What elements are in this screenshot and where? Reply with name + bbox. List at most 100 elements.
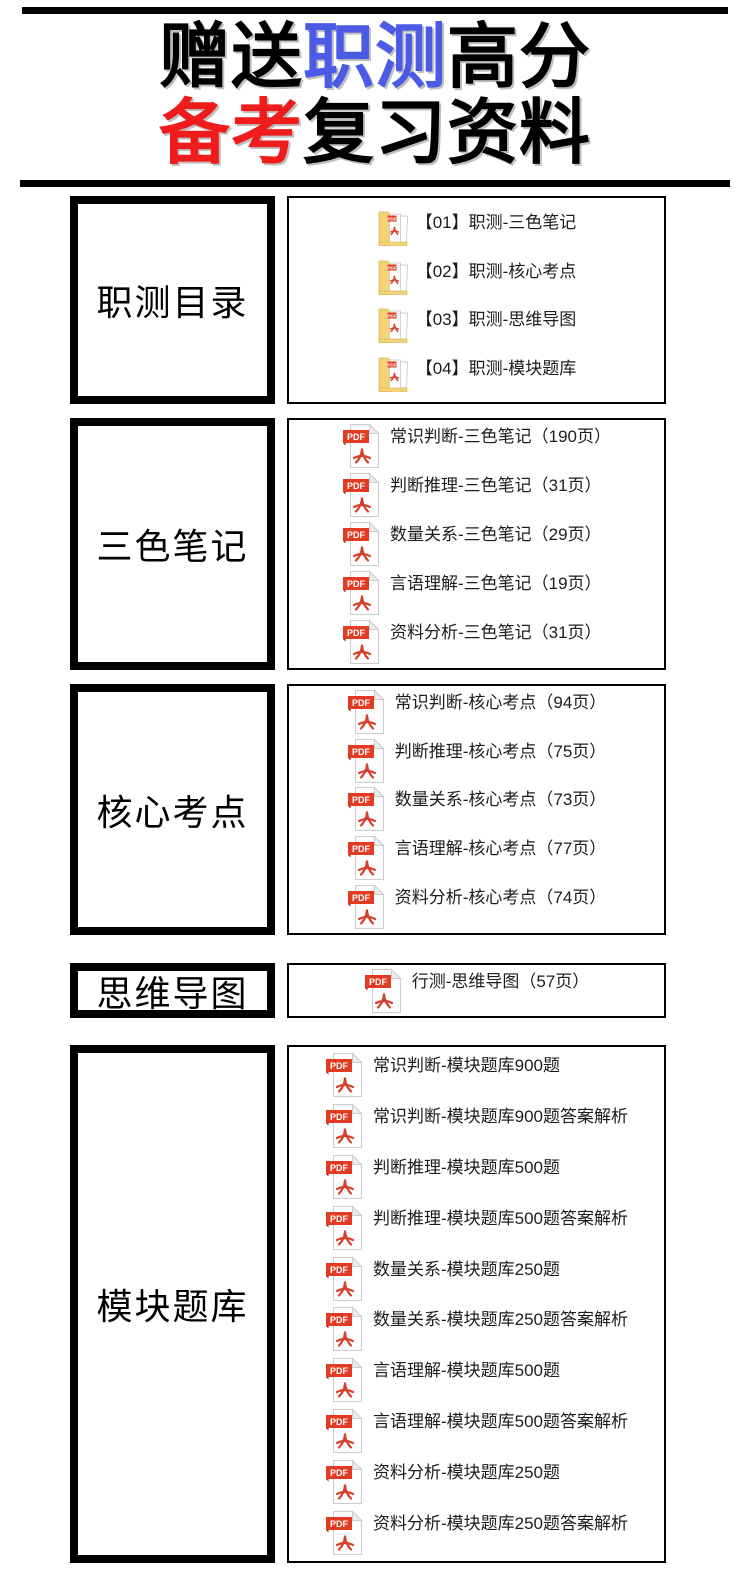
section-panel: PDF 【01】职测-三色笔记 PDF 【02】职测-核心考点	[287, 196, 666, 404]
pdf-file-icon-wrap: PDF	[325, 1510, 365, 1556]
file-name: 言语理解-三色笔记（19页）	[389, 574, 602, 593]
file-list: PDF 【01】职测-三色笔记 PDF 【02】职测-核心考点	[377, 198, 577, 402]
file-item[interactable]: PDF 常识判断-模块题库900题	[325, 1052, 628, 1098]
pdf-file-icon-wrap: PDF	[325, 1357, 365, 1403]
title-line-2: 备考复习资料	[0, 96, 750, 172]
file-list: PDF 常识判断-核心考点（94页） PDF 判断推理-核心考点（75页）	[347, 686, 607, 933]
file-name: 行测-思维导图（57页）	[411, 971, 590, 991]
svg-text:PDF: PDF	[347, 432, 366, 442]
file-name: 判断推理-模块题库500题	[372, 1157, 561, 1177]
file-item[interactable]: PDF 数量关系-三色笔记（29页）	[342, 521, 611, 567]
pdf-file-icon-wrap: PDF	[342, 570, 382, 616]
svg-text:PDF: PDF	[330, 1366, 349, 1376]
pdf-file-icon-wrap: PDF	[342, 423, 382, 469]
pdf-file-icon-wrap: PDF	[347, 786, 387, 832]
file-item[interactable]: PDF 数量关系-核心考点（73页）	[347, 786, 606, 832]
section-panel: PDF 常识判断-模块题库900题 PDF 常识判断-模块题库900题答案解析	[287, 1045, 666, 1563]
section-label-box: 职测目录	[70, 196, 275, 404]
file-name: 言语理解-核心考点（77页）	[394, 839, 607, 859]
pdf-file-icon: PDF	[342, 521, 380, 566]
pdf-file-icon: PDF	[325, 1255, 363, 1301]
pdf-file-icon: PDF	[342, 619, 380, 664]
section-3: 核心考点 PDF 常识判断-核心考点（94页） PDF	[70, 684, 666, 935]
pdf-file-icon-wrap: PDF	[325, 1459, 365, 1505]
file-item[interactable]: PDF 【04】职测-模块题库	[377, 354, 576, 392]
file-item[interactable]: PDF 常识判断-三色笔记（190页）	[342, 423, 611, 469]
pdf-file-icon-wrap: PDF	[342, 521, 382, 567]
pdf-file-icon-wrap: PDF	[364, 967, 404, 1014]
top-black-bar	[22, 7, 728, 14]
section-panel: PDF 常识判断-核心考点（94页） PDF 判断推理-核心考点（75页）	[287, 684, 666, 935]
file-item[interactable]: PDF 【03】职测-思维导图	[377, 305, 577, 344]
pdf-file-icon: PDF	[325, 1306, 363, 1352]
title-segment: 复习资料	[303, 94, 592, 173]
section-1: 职测目录 PDF 【01】职测-三色笔记 PDF	[70, 196, 666, 404]
file-item[interactable]: PDF 【02】职测-核心考点	[377, 257, 577, 295]
svg-text:PDF: PDF	[387, 362, 396, 367]
file-item[interactable]: PDF 言语理解-模块题库500题答案解析	[325, 1408, 628, 1454]
file-name: 言语理解-模块题库500题答案解析	[372, 1412, 629, 1432]
file-name: 数量关系-模块题库250题	[372, 1259, 561, 1279]
pdf-file-icon: PDF	[347, 786, 385, 832]
file-name: 判断推理-三色笔记（31页）	[389, 476, 602, 495]
folder-pdf-icon: PDF	[378, 260, 408, 295]
pdf-file-icon-wrap: PDF	[347, 689, 387, 735]
section-panel: PDF 行测-思维导图（57页）	[287, 963, 666, 1018]
section-label: 核心考点	[96, 792, 249, 833]
pdf-file-icon-wrap: PDF	[342, 619, 382, 665]
pdf-file-icon: PDF	[325, 1510, 363, 1556]
file-item[interactable]: PDF 【01】职测-三色笔记	[377, 208, 577, 247]
section-label: 三色笔记	[96, 527, 249, 567]
folder-pdf-icon-wrap: PDF	[377, 305, 409, 344]
svg-text:PDF: PDF	[347, 579, 366, 589]
file-item[interactable]: PDF 言语理解-三色笔记（19页）	[342, 570, 611, 616]
file-name: 常识判断-核心考点（94页）	[394, 692, 607, 712]
section-4: 思维导图 PDF 行测-思维导图（57页）	[70, 963, 666, 1018]
file-name: 资料分析-模块题库250题	[372, 1463, 561, 1483]
file-name: 【02】职测-核心考点	[415, 261, 577, 281]
promo-page: 赠送职测高分 备考复习资料 职测目录 PDF 【01】职测-三色笔记	[0, 7, 750, 1588]
svg-text:PDF: PDF	[330, 1264, 349, 1274]
file-item[interactable]: PDF 判断推理-模块题库500题答案解析	[325, 1204, 628, 1251]
file-item[interactable]: PDF 言语理解-模块题库500题	[325, 1357, 628, 1403]
file-item[interactable]: PDF 资料分析-模块题库250题	[325, 1459, 628, 1505]
pdf-file-icon: PDF	[364, 967, 402, 1013]
file-item[interactable]: PDF 判断推理-三色笔记（31页）	[342, 472, 611, 518]
file-list: PDF 行测-思维导图（57页）	[364, 965, 590, 1016]
file-item[interactable]: PDF 数量关系-模块题库250题答案解析	[325, 1306, 628, 1352]
pdf-file-icon: PDF	[325, 1154, 363, 1199]
page-title: 赠送职测高分 备考复习资料	[0, 20, 750, 172]
file-item[interactable]: PDF 常识判断-核心考点（94页）	[347, 689, 607, 735]
file-list: PDF 常识判断-模块题库900题 PDF 常识判断-模块题库900题答案解析	[325, 1047, 628, 1561]
file-item[interactable]: PDF 判断推理-核心考点（75页）	[347, 737, 607, 784]
file-name: 常识判断-模块题库900题答案解析	[372, 1106, 629, 1126]
file-item[interactable]: PDF 资料分析-核心考点（74页）	[347, 884, 606, 930]
file-item[interactable]: PDF 行测-思维导图（57页）	[364, 967, 590, 1014]
file-name: 判断推理-核心考点（75页）	[394, 741, 607, 761]
file-item[interactable]: PDF 言语理解-核心考点（77页）	[347, 835, 607, 881]
pdf-file-icon: PDF	[342, 423, 380, 468]
svg-text:PDF: PDF	[387, 217, 396, 222]
pdf-file-icon-wrap: PDF	[347, 884, 387, 930]
file-name: 【03】职测-思维导图	[415, 310, 577, 330]
svg-text:PDF: PDF	[330, 1213, 349, 1223]
file-item[interactable]: PDF 资料分析-三色笔记（31页）	[342, 619, 611, 665]
svg-text:PDF: PDF	[352, 795, 371, 805]
pdf-file-icon-wrap: PDF	[325, 1204, 365, 1251]
file-item[interactable]: PDF 判断推理-模块题库500题	[325, 1154, 628, 1200]
pdf-file-icon-wrap: PDF	[325, 1255, 365, 1302]
title-segment: 备考	[158, 94, 303, 173]
pdf-file-icon-wrap: PDF	[325, 1103, 365, 1149]
file-name: 【01】职测-三色笔记	[415, 213, 577, 233]
section-label-box: 核心考点	[70, 684, 275, 935]
file-name: 常识判断-模块题库900题	[372, 1055, 561, 1075]
folder-pdf-icon: PDF	[378, 211, 408, 247]
file-item[interactable]: PDF 数量关系-模块题库250题	[325, 1255, 628, 1302]
svg-text:PDF: PDF	[330, 1468, 349, 1478]
pdf-file-icon: PDF	[325, 1459, 363, 1505]
svg-text:PDF: PDF	[352, 844, 371, 854]
title-segment: 赠送	[158, 18, 303, 97]
file-name: 数量关系-三色笔记（29页）	[389, 525, 602, 544]
file-item[interactable]: PDF 常识判断-模块题库900题答案解析	[325, 1103, 628, 1149]
file-item[interactable]: PDF 资料分析-模块题库250题答案解析	[325, 1510, 628, 1556]
